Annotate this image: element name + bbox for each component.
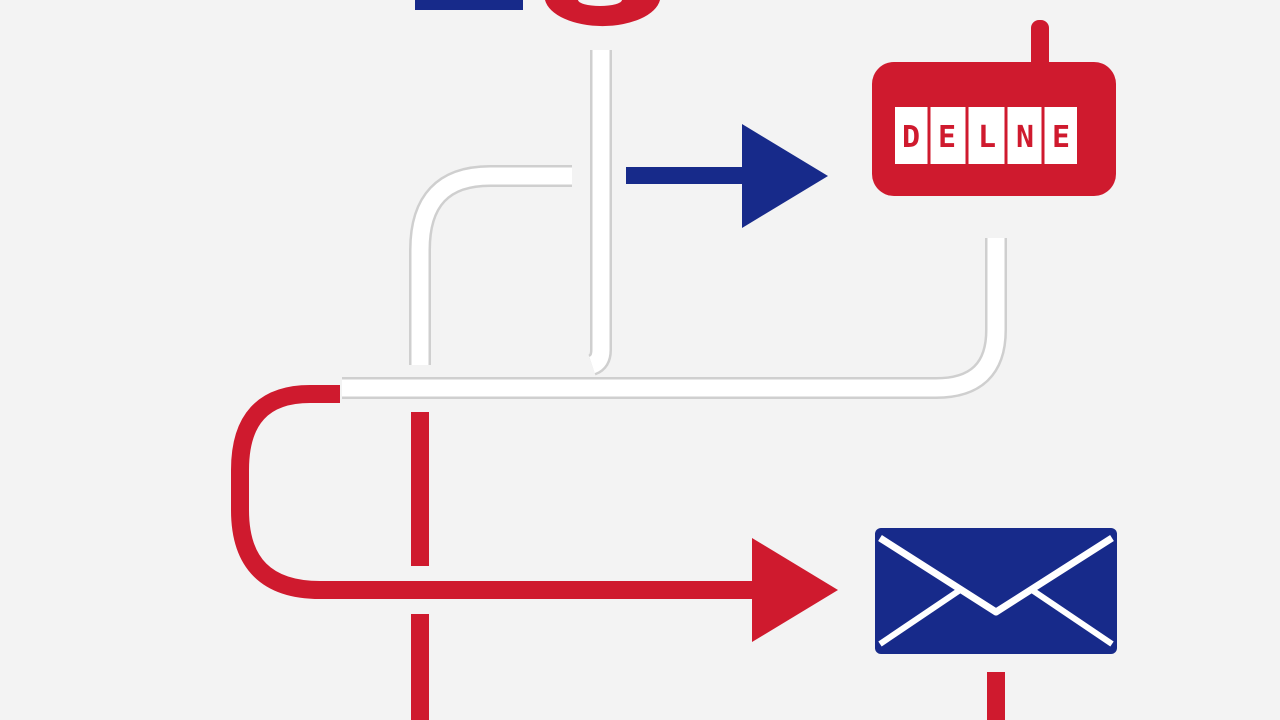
red-circle-icon (545, 0, 660, 27)
router-sign-icon: D E L N E (872, 20, 1116, 196)
red-vertical-upper (411, 412, 429, 566)
white-connector-arc (409, 165, 572, 365)
white-connector-vertical (587, 50, 612, 376)
white-connector-long (342, 238, 1007, 399)
top-navy-bar (415, 0, 523, 10)
sign-letter-4: N (1016, 120, 1034, 155)
sign-letter-3: L (978, 120, 996, 155)
sign-letter-1: D (902, 120, 920, 155)
sign-letter-2: E (938, 120, 956, 155)
red-stub-bottom (987, 672, 1005, 720)
red-connector (231, 385, 838, 642)
navy-arrow (626, 124, 828, 228)
red-vertical-lower (411, 614, 429, 720)
sign-letter-5: E (1052, 120, 1070, 155)
envelope-icon (875, 528, 1117, 654)
